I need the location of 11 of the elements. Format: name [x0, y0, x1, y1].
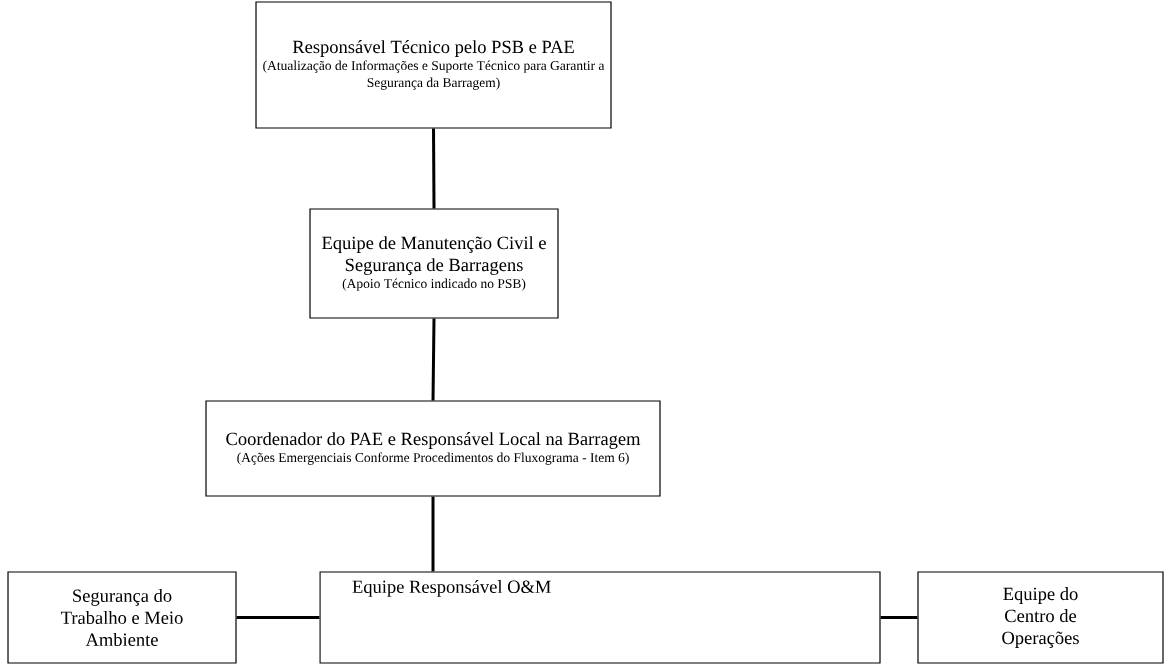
org-box: Coordenador do PAE e Responsável Local na Barragem (Ações Emergenciais Conforme Procedimentos do Fluxograma - Item 6) [205, 400, 661, 497]
org-box: Responsável Técnico pelo PSB e PAE (Atualização de Informações e Suporte Técnico para Garantir a Segurança da Barragem) [255, 1, 612, 129]
org-box: Equipe Responsável O&M [319, 571, 881, 664]
connector-line [432, 128, 436, 209]
connector-line [431, 318, 436, 401]
org-box: Equipe do Centro de Operações [917, 571, 1164, 664]
connector-line [236, 616, 320, 619]
org-box: Segurança do Trabalho e Meio Ambiente [7, 571, 237, 664]
org-box: Equipe de Manutenção Civil e Segurança de Barragens (Apoio Técnico indicado no PSB) [309, 208, 559, 319]
connector-line [880, 616, 918, 619]
connector-line [431, 496, 435, 572]
